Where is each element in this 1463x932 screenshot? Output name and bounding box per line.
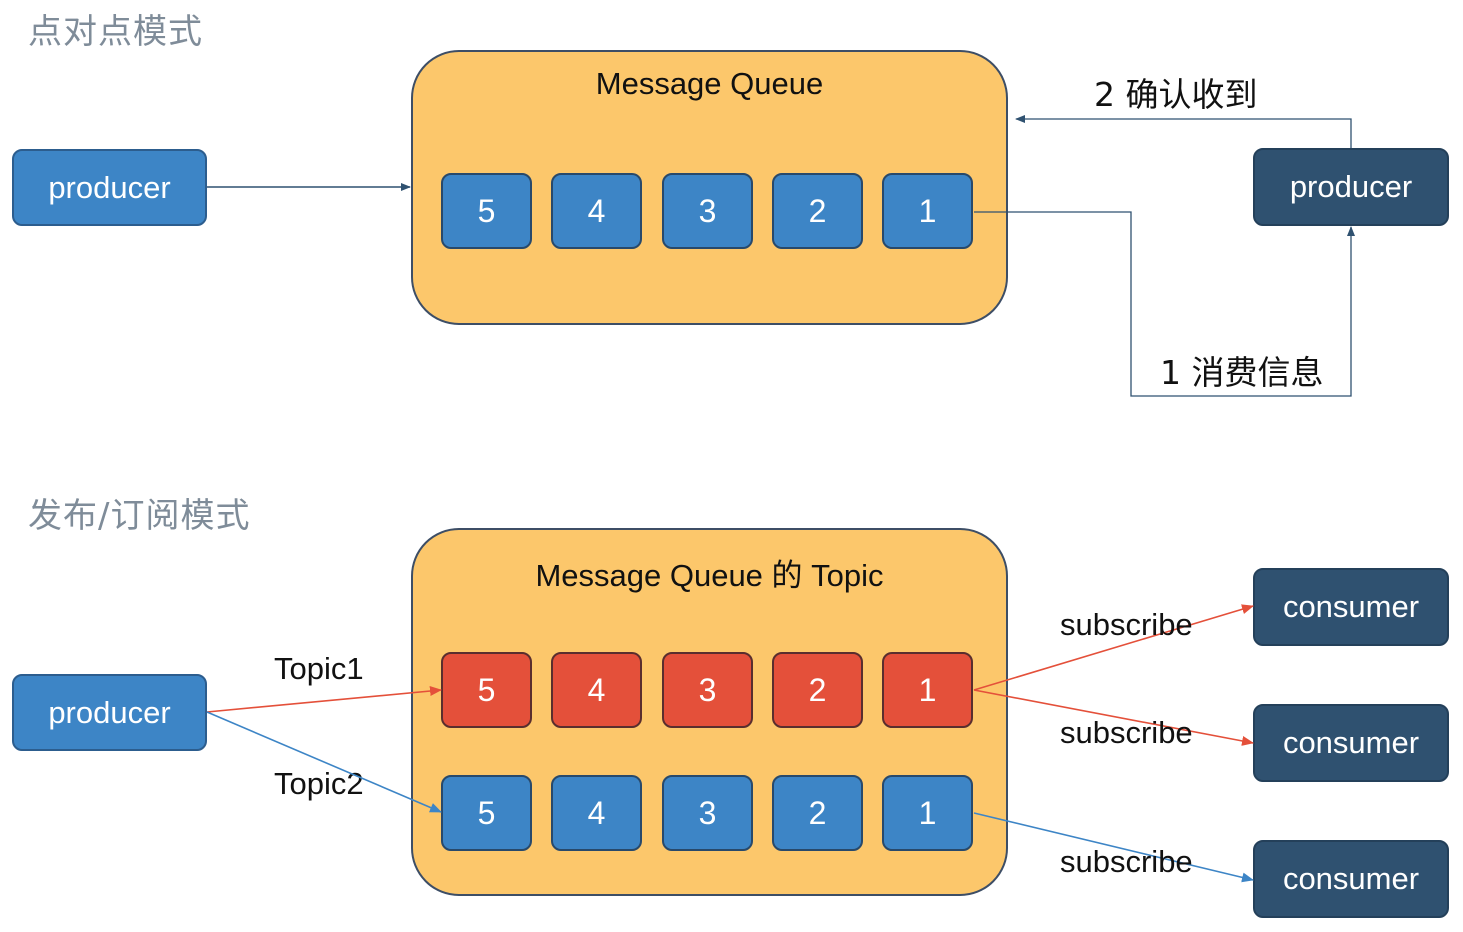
pubsub-producer-node: producer xyxy=(12,674,207,751)
p2p-queue-title: Message Queue xyxy=(595,66,824,101)
subscribe-label-2: subscribe xyxy=(1060,715,1193,750)
pubsub-section-title: 发布/订阅模式 xyxy=(28,496,251,536)
p2p-section-title: 点对点模式 xyxy=(28,12,203,52)
topic1-cell-5: 5 xyxy=(441,652,532,728)
topic2-cell-1: 1 xyxy=(882,775,973,851)
p2p-queue-cell-3: 3 xyxy=(662,173,753,249)
topic1-label: Topic1 xyxy=(274,651,364,686)
topic2-cell-3: 3 xyxy=(662,775,753,851)
p2p-queue-cell-4: 4 xyxy=(551,173,642,249)
subscribe-label-1: subscribe xyxy=(1060,607,1193,642)
topic1-cell-4: 4 xyxy=(551,652,642,728)
topic1-cell-1: 1 xyxy=(882,652,973,728)
consumer-node-2: consumer xyxy=(1253,704,1449,782)
topic2-cell-2: 2 xyxy=(772,775,863,851)
p2p-ack-arrow xyxy=(1015,115,1352,148)
topic2-cell-5: 5 xyxy=(441,775,532,851)
p2p-queue-cell-2: 2 xyxy=(772,173,863,249)
topic1-publish-arrow xyxy=(206,686,442,713)
p2p-producer-node: producer xyxy=(12,149,207,226)
consumer-node-3: consumer xyxy=(1253,840,1449,918)
consumer-node-1: consumer xyxy=(1253,568,1449,646)
ack-label: 2 确认收到 xyxy=(1094,75,1258,114)
pubsub-queue-title: Message Queue 的 Topic xyxy=(535,558,884,593)
topic1-cell-3: 3 xyxy=(662,652,753,728)
p2p-receiver-node: producer xyxy=(1253,148,1449,226)
subscribe-label-3: subscribe xyxy=(1060,844,1193,879)
topic1-cell-2: 2 xyxy=(772,652,863,728)
topic2-label: Topic2 xyxy=(274,766,364,801)
p2p-queue-cell-5: 5 xyxy=(441,173,532,249)
topic2-cell-4: 4 xyxy=(551,775,642,851)
consume-label: 1 消费信息 xyxy=(1160,353,1324,392)
p2p-queue-cell-1: 1 xyxy=(882,173,973,249)
